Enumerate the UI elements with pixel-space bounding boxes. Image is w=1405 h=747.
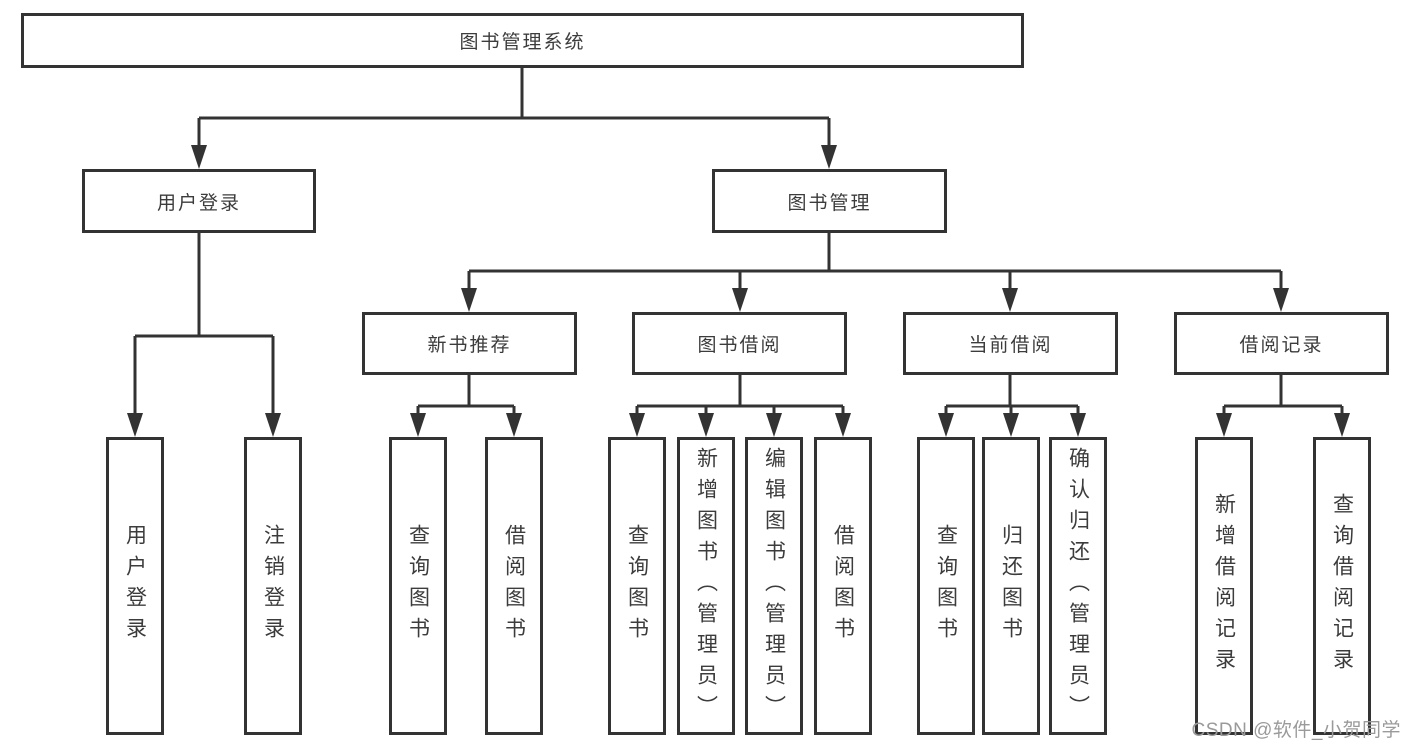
node-book-borrow: 图书借阅 [632,312,847,375]
leaf-label: 查询图书 [934,524,958,648]
leaf-label: 确认归还（管理员） [1066,446,1090,726]
branch-new-book-recommend [416,375,516,418]
arrow-icon [698,413,714,437]
branch-book-borrow [635,375,845,418]
arrow-icon [938,413,954,437]
leaf-label: 新增借阅记录 [1212,493,1236,679]
node-book-management-system: 图书管理系统 [21,13,1024,68]
arrow-icon [821,145,837,169]
csdn-watermark: CSDN @软件_小贺同学 [1191,720,1401,741]
branch-book-management [467,233,1283,292]
branch-root [197,68,831,150]
arrow-icon [1002,288,1018,312]
arrow-icon [835,413,851,437]
node-label: 图书管理系统 [459,32,586,53]
arrowheads [127,145,1350,437]
leaf-label: 注销登录 [261,524,285,648]
leaf-logout: 注销登录 [244,437,302,735]
leaf-query-books-current: 查询图书 [917,437,975,735]
branch-borrow-records [1222,375,1344,418]
arrow-icon [461,288,477,312]
node-label: 用户登录 [156,192,241,214]
leaf-user-login: 用户登录 [106,437,164,735]
leaf-query-books-recommend: 查询图书 [389,437,447,735]
leaf-borrow-books-recommend: 借阅图书 [485,437,543,735]
leaf-label: 查询图书 [625,524,649,648]
branch-current-borrow [944,375,1080,418]
leaf-label: 借阅图书 [831,524,855,648]
node-label: 新书推荐 [427,335,512,356]
arrow-icon [191,145,207,169]
arrow-icon [410,413,426,437]
leaf-label: 归还图书 [999,524,1023,648]
leaf-label: 新增图书（管理员） [694,446,718,726]
arrow-icon [1070,413,1086,437]
leaf-label: 查询图书 [406,524,430,648]
node-borrow-records: 借阅记录 [1174,312,1389,375]
arrow-icon [1216,413,1232,437]
arrow-icon [1003,413,1019,437]
branch-user-login [133,233,275,416]
leaf-borrow-books: 借阅图书 [814,437,872,735]
leaf-confirm-return-admin: 确认归还（管理员） [1049,437,1107,735]
leaf-query-books-borrow: 查询图书 [608,437,666,735]
leaf-add-borrow-record: 新增借阅记录 [1195,437,1253,735]
leaf-return-book: 归还图书 [982,437,1040,735]
node-current-borrow: 当前借阅 [903,312,1118,375]
arrow-icon [506,413,522,437]
node-label: 图书借阅 [697,335,782,356]
arrow-icon [732,288,748,312]
arrow-icon [1273,288,1289,312]
leaf-label: 用户登录 [123,524,147,648]
leaf-label: 借阅图书 [502,524,526,648]
node-label: 借阅记录 [1239,335,1324,356]
leaf-add-book-admin: 新增图书（管理员） [677,437,735,735]
node-label: 图书管理 [787,192,872,214]
arrow-icon [1334,413,1350,437]
node-book-management: 图书管理 [712,169,947,233]
arrow-icon [265,413,281,437]
node-new-book-recommend: 新书推荐 [362,312,577,375]
arrow-icon [766,413,782,437]
leaf-label: 查询借阅记录 [1330,493,1354,679]
leaf-edit-book-admin: 编辑图书（管理员） [745,437,803,735]
node-label: 当前借阅 [968,335,1053,356]
arrow-icon [629,413,645,437]
leaf-label: 编辑图书（管理员） [762,446,786,726]
node-user-login: 用户登录 [82,169,316,233]
leaf-query-borrow-record: 查询借阅记录 [1313,437,1371,735]
arrow-icon [127,413,143,437]
